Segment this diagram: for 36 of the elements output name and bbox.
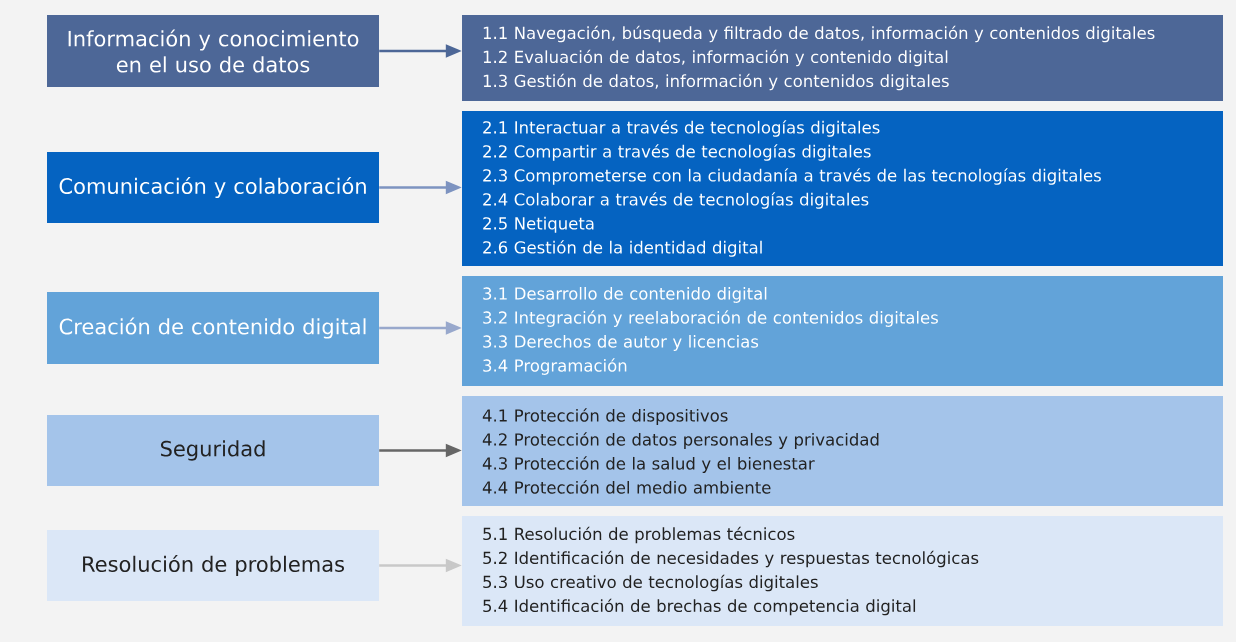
item-text: 3.1 Desarrollo de contenido digital (483, 287, 767, 303)
competence-list-box (462, 15, 1223, 101)
category-label: Resolución de problemas (83, 554, 344, 577)
item-text: 5.4 Identificación de brechas de competencia digital (483, 598, 916, 616)
item-text: 5.3 Uso creativo de tecnologías digitales (483, 574, 818, 592)
item-text: 2.6 Gestión de la identidad digital (483, 240, 762, 257)
item-text: 2.3 Comprometerse con la ciudadanía a través de las tecnologías digitales (483, 168, 1101, 185)
category-label: Información y conocimiento en el uso de datos (68, 29, 359, 73)
item-text: 5.1 Resolución de problemas técnicos (483, 526, 795, 544)
item-text: 2.5 Netiqueta (483, 216, 594, 233)
category-box (47, 415, 379, 486)
item-text: 4.3 Protección de la salud y el bienestar (482, 456, 815, 473)
item-text: 1.2 Evaluación de datos, información y contenido digital (483, 49, 948, 67)
item-text: 4.2 Protección de datos personales y privacidad (482, 432, 879, 449)
competence-list-box (462, 276, 1223, 386)
category-box (47, 530, 379, 601)
category-box (47, 15, 379, 87)
category-label: Creación de contenido digital (59, 317, 366, 339)
item-text: 4.1 Protección de dispositivos (482, 408, 728, 425)
item-text: 3.4 Programación (483, 358, 627, 375)
item-text: 1.1 Navegación, búsqueda y filtrado de datos, información y contenidos digitales (483, 25, 1155, 43)
category-box (47, 152, 379, 223)
item-text: 4.4 Protección del medio ambiente (482, 480, 771, 494)
item-text: 2.4 Colaborar a través de tecnologías digitales (483, 192, 869, 209)
item-text: 3.3 Derechos de autor y licencias (483, 335, 759, 351)
item-text: 5.2 Identificación de necesidades y respuestas tecnológicas (483, 550, 979, 568)
competence-list-box (462, 516, 1223, 626)
category-box (47, 292, 379, 364)
item-text: 1.3 Gestión de datos, información y contenidos digitales (483, 73, 949, 91)
item-text: 3.2 Integración y reelaboración de contenidos digitales (483, 310, 938, 327)
category-label: Seguridad (160, 440, 265, 461)
item-text: 2.2 Compartir a través de tecnologías digitales (483, 144, 871, 161)
category-label: Comunicación y colaboración (59, 176, 366, 199)
item-text: 2.1 Interactuar a través de tecnologías digitales (483, 120, 880, 137)
competence-list-box (462, 111, 1223, 266)
competence-list-box (462, 396, 1223, 506)
